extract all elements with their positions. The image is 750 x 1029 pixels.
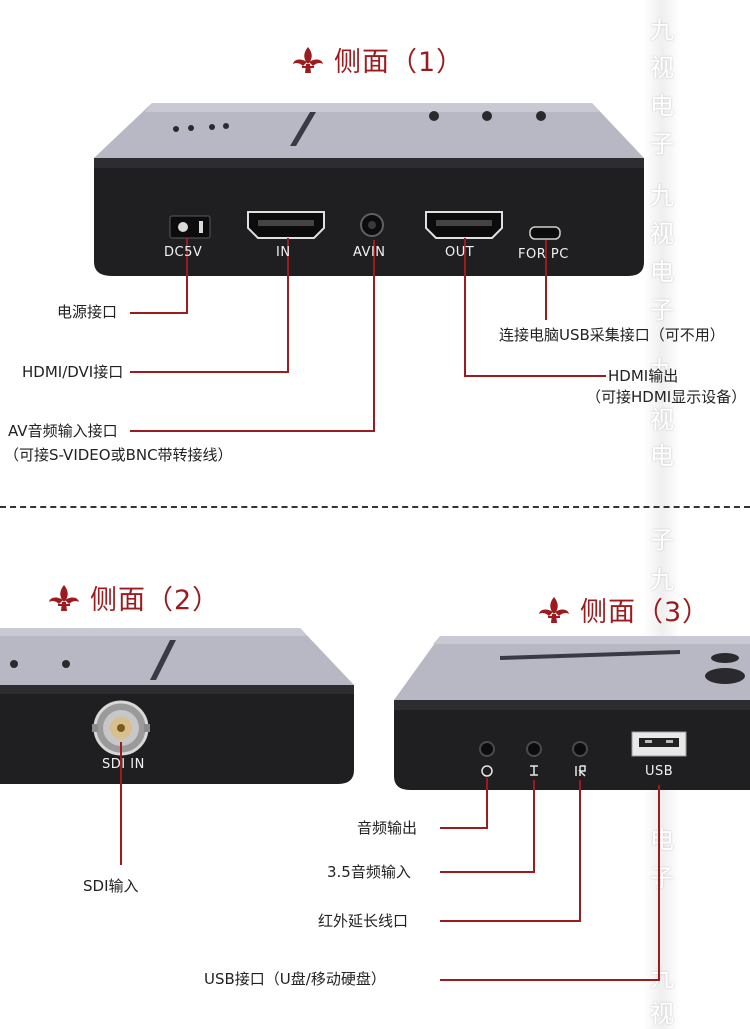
audio-out-jack xyxy=(479,741,495,757)
callout-av-in: AV音频输入接口 xyxy=(8,422,118,440)
callout-hdmi-out-note: （可接HDMI显示设备） xyxy=(586,388,747,406)
callout-usb-pc: 连接电脑USB采集接口（可不用） xyxy=(499,326,725,344)
watermark-char: 视 xyxy=(650,220,674,248)
micro-usb-port xyxy=(529,226,561,240)
port-label-usb: USB xyxy=(645,764,674,779)
device-side-1 xyxy=(94,103,644,432)
port-label-in: IN xyxy=(276,245,291,260)
watermark-char: 视 xyxy=(650,406,674,434)
top-led xyxy=(209,124,215,130)
watermark-char: 视 xyxy=(650,1000,674,1028)
watermark-char: 子 xyxy=(650,864,674,892)
watermark-char: 电 xyxy=(650,92,674,120)
top-led xyxy=(173,126,179,132)
callout-usb: USB接口（U盘/移动硬盘） xyxy=(204,970,386,988)
callout-sdi: SDI输入 xyxy=(83,877,139,895)
watermark-char: 电 xyxy=(650,826,674,854)
ir-jack xyxy=(572,741,588,757)
top-led xyxy=(188,125,194,131)
watermark-char: 九 xyxy=(650,964,674,992)
watermark-char: 九 xyxy=(650,182,674,210)
dc-jack-pin xyxy=(178,222,188,232)
watermark-char: 子 xyxy=(650,296,674,324)
watermark-char: 子 xyxy=(650,526,674,554)
watermark-char: 电 xyxy=(650,442,674,470)
watermark-char: 子 xyxy=(650,130,674,158)
device-top-highlight xyxy=(145,103,600,112)
top-button xyxy=(536,111,546,121)
watermark-column: 九 视 电 子 九 视 电 子 九 视 电 子 九 视 电 子 九 视 xyxy=(644,0,680,1029)
fleur-icon xyxy=(293,46,323,73)
device-top-surface xyxy=(94,103,644,158)
device-side-3 xyxy=(394,636,750,981)
watermark-char: 九 xyxy=(650,356,674,384)
top-button xyxy=(429,111,439,121)
section-divider xyxy=(0,506,750,508)
watermark-char: 视 xyxy=(650,54,674,82)
dc-jack xyxy=(169,215,211,239)
panel1-leader-lines xyxy=(130,238,606,432)
device-side-2 xyxy=(0,628,354,865)
panel3-heading: 侧面（3） xyxy=(536,590,710,629)
callout-hdmi-in: HDMI/DVI接口 xyxy=(22,363,124,381)
callout-hdmi-out: HDMI输出 xyxy=(608,367,679,385)
watermark-char: 九 xyxy=(650,566,674,594)
watermark-char: 电 xyxy=(650,258,674,286)
panel2-heading: 侧面（2） xyxy=(46,578,220,617)
panel1-title: 侧面（1） xyxy=(334,47,465,78)
port-label-dc5v: DC5V xyxy=(164,245,203,260)
callout-ir: 红外延长线口 xyxy=(318,912,409,930)
callout-audio-out: 音频输出 xyxy=(357,819,418,837)
port-label-out: OUT xyxy=(445,245,475,260)
port-label-for-pc: FOR PC xyxy=(518,247,569,262)
top-button xyxy=(482,111,492,121)
port-label-avin: AVIN xyxy=(353,245,386,260)
top-print xyxy=(290,112,316,146)
callout-av-in-note: （可接S-VIDEO或BNC带转接线） xyxy=(4,446,233,464)
watermark-char: 九 xyxy=(650,16,674,44)
fleur-icon xyxy=(49,584,79,611)
top-led xyxy=(223,123,229,129)
panel2-title: 侧面（2） xyxy=(90,585,221,616)
callout-audio-in: 3.5音频输入 xyxy=(327,863,411,881)
port-label-sdi-in: SDI IN xyxy=(102,757,145,772)
panel1-heading: 侧面（1） xyxy=(290,40,464,79)
panel3-title: 侧面（3） xyxy=(580,597,711,628)
fleur-icon xyxy=(539,596,569,623)
callout-power: 电源接口 xyxy=(57,303,118,321)
audio-in-jack xyxy=(526,741,542,757)
